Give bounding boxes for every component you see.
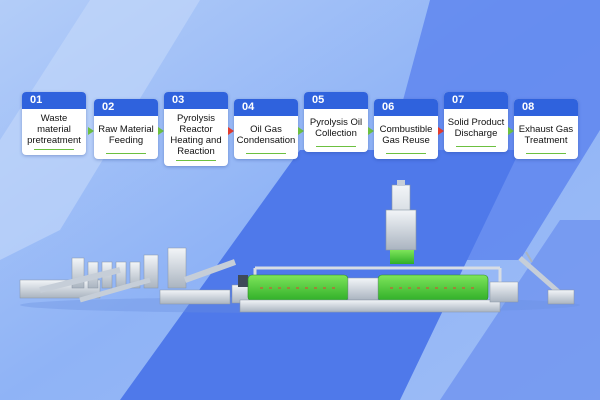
- step-card-06: 06 Combustible Gas Reuse: [374, 99, 438, 159]
- step-card-07: 07 Solid Product Discharge: [444, 92, 508, 152]
- flow-arrow: [368, 127, 374, 135]
- step-underline: [34, 148, 74, 150]
- step-underline: [176, 159, 216, 161]
- step-label: Oil Gas Condensation: [236, 124, 296, 146]
- step-number: 04: [234, 99, 298, 116]
- reactor-base: [239, 299, 501, 313]
- step-underline: [526, 152, 566, 154]
- step-underline: [456, 145, 496, 147]
- step-number: 06: [374, 99, 438, 116]
- step-number: 08: [514, 99, 578, 116]
- flow-arrow: [88, 127, 94, 135]
- step-label: Exhaust Gas Treatment: [518, 124, 574, 146]
- step-label: Combustible Gas Reuse: [379, 124, 433, 146]
- step-underline: [386, 152, 426, 154]
- step-card-03: 03 Pyrolysis Reactor Heating and Reactio…: [164, 92, 228, 166]
- step-label: Raw Material Feeding: [98, 124, 154, 146]
- flow-arrow: [158, 127, 164, 135]
- step-underline: [316, 145, 356, 147]
- step-label: Pyrolysis Oil Collection: [309, 117, 363, 139]
- step-underline: [106, 152, 146, 154]
- step-card-04: 04 Oil Gas Condensation: [234, 99, 298, 159]
- step-card-05: 05 Pyrolysis Oil Collection: [304, 92, 368, 152]
- step-card-08: 08 Exhaust Gas Treatment: [514, 99, 578, 159]
- step-label: Waste material pretreatment: [27, 113, 81, 146]
- flow-arrow: [508, 127, 514, 135]
- step-card-01: 01 Waste material pretreatment: [22, 92, 86, 155]
- step-label: Solid Product Discharge: [447, 117, 505, 139]
- flow-arrow: [438, 127, 444, 135]
- step-label: Pyrolysis Reactor Heating and Reaction: [170, 113, 222, 157]
- process-steps: 01 Waste material pretreatment 02 Raw Ma…: [0, 0, 600, 180]
- bg-shape-lower-right: [440, 220, 600, 400]
- discharge-equipment: [489, 251, 575, 305]
- step-card-02: 02 Raw Material Feeding: [94, 99, 158, 159]
- step-number: 05: [304, 92, 368, 109]
- step-number: 03: [164, 92, 228, 109]
- step-number: 07: [444, 92, 508, 109]
- pyrolysis-reactor: [239, 274, 501, 313]
- flow-arrow: [298, 127, 304, 135]
- pretreatment-equipment: [19, 247, 237, 305]
- flow-arrow: [228, 127, 234, 135]
- step-number: 01: [22, 92, 86, 109]
- step-number: 02: [94, 99, 158, 116]
- step-underline: [246, 152, 286, 154]
- exhaust-tower: [385, 180, 417, 264]
